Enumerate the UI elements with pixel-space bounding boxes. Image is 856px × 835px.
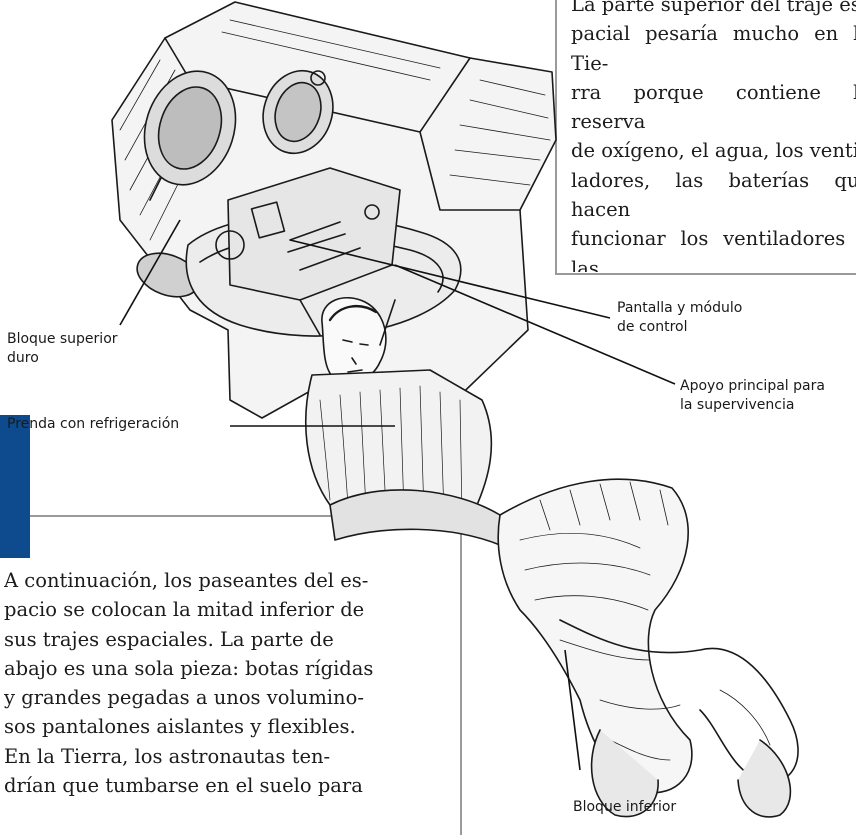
label-hard-upper-torso: Bloque superior duro <box>7 330 118 368</box>
label-life-support: Apoyo principal para la supervivencia <box>680 377 825 415</box>
label-display-control: Pantalla y módulo de control <box>617 299 742 337</box>
label-lower-torso: Bloque inferior <box>573 798 676 817</box>
label-cooling-garment: Prenda con refrigeración <box>7 415 179 434</box>
